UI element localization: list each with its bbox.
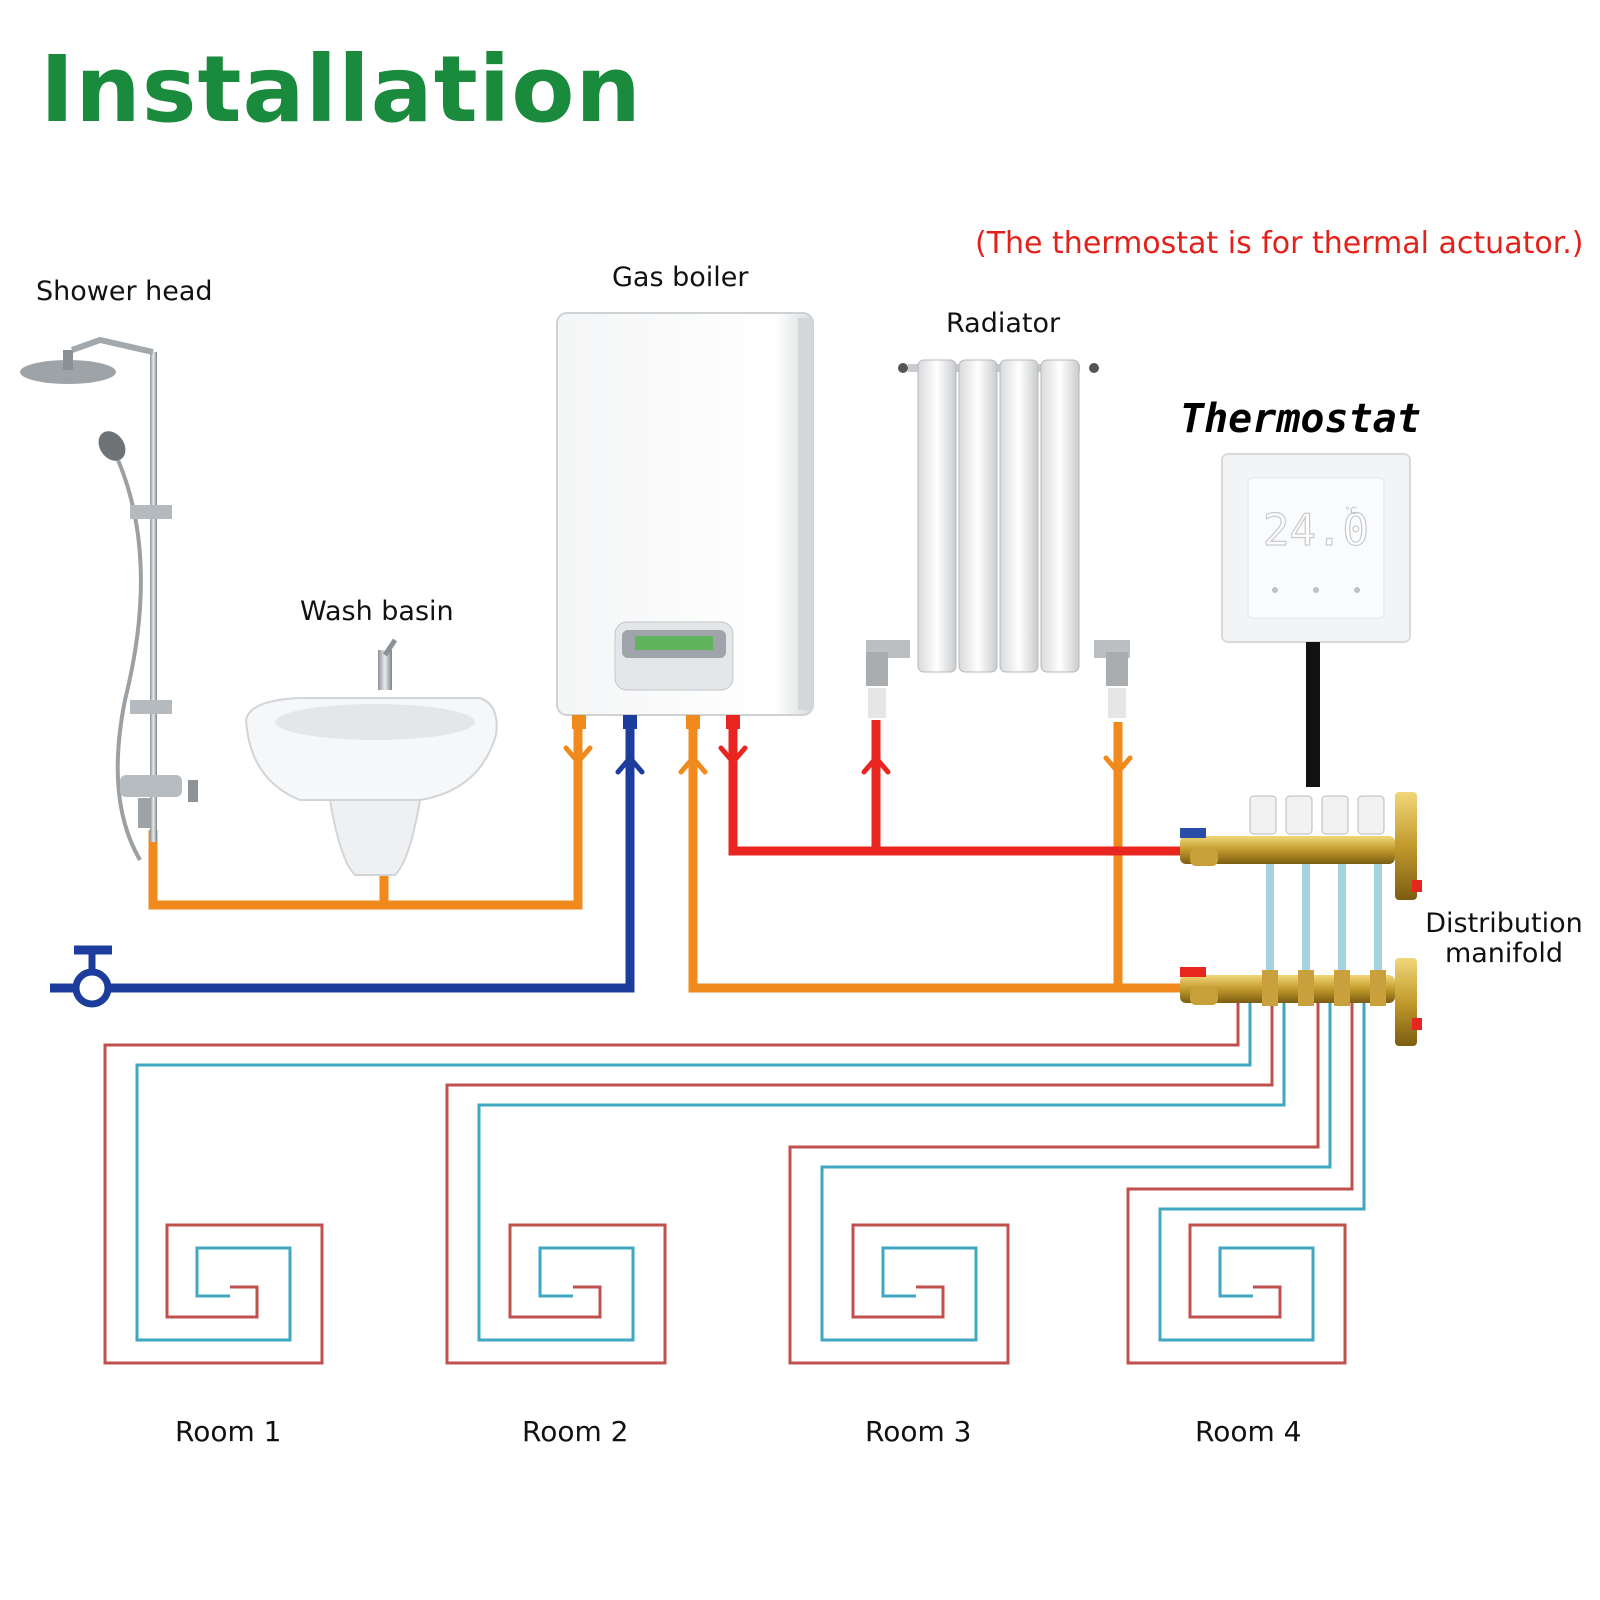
- thermostat-label: Thermostat: [1180, 396, 1421, 442]
- arrow-up-icon: [678, 754, 708, 775]
- flow-arrows: [563, 745, 1133, 776]
- room-3-loop: [788, 993, 1332, 1365]
- thermostat-display: 24.0: [1263, 505, 1369, 556]
- pipes: [50, 718, 1190, 993]
- floor-heating-loops: [103, 993, 1366, 1365]
- mains-valve-icon: [72, 945, 112, 1008]
- svg-text:°C: °C: [1345, 506, 1357, 517]
- manifold-label-line2: manifold: [1444, 938, 1564, 969]
- room-1-loop: [103, 993, 1252, 1365]
- cold-water-pipe: [50, 718, 635, 993]
- room-2-label: Room 2: [522, 1415, 629, 1448]
- radiator-label: Radiator: [946, 308, 1061, 339]
- room-4-label: Room 4: [1195, 1415, 1302, 1448]
- manifold-label-line1: Distribution: [1425, 908, 1583, 939]
- thermostat-icon: 24.0 °C: [1221, 453, 1411, 787]
- radiator-icon: [866, 359, 1130, 718]
- thermostat-note: (The thermostat is for thermal actuator.…: [975, 226, 1584, 261]
- distribution-manifold-icon: [1180, 792, 1422, 1046]
- room-1-label: Room 1: [175, 1415, 282, 1448]
- shower-head-label: Shower head: [36, 276, 213, 307]
- arrow-down-icon: [563, 745, 593, 766]
- wash-basin-icon: [244, 638, 498, 876]
- arrow-up-icon: [861, 754, 891, 775]
- arrow-up-icon: [615, 754, 645, 775]
- shower-head-icon: [20, 336, 198, 862]
- room-3-label: Room 3: [865, 1415, 972, 1448]
- gas-boiler-label: Gas boiler: [612, 262, 749, 293]
- wash-basin-label: Wash basin: [300, 596, 454, 627]
- page-title: Installation: [40, 36, 642, 143]
- return-pipe: [688, 718, 1190, 993]
- arrow-down-icon: [1103, 755, 1133, 776]
- room-4-loop: [1126, 993, 1366, 1365]
- gas-boiler-icon: [556, 312, 814, 729]
- domestic-hot-pipe: [148, 718, 583, 910]
- room-2-loop: [445, 993, 1286, 1365]
- arrow-down-icon: [718, 745, 748, 766]
